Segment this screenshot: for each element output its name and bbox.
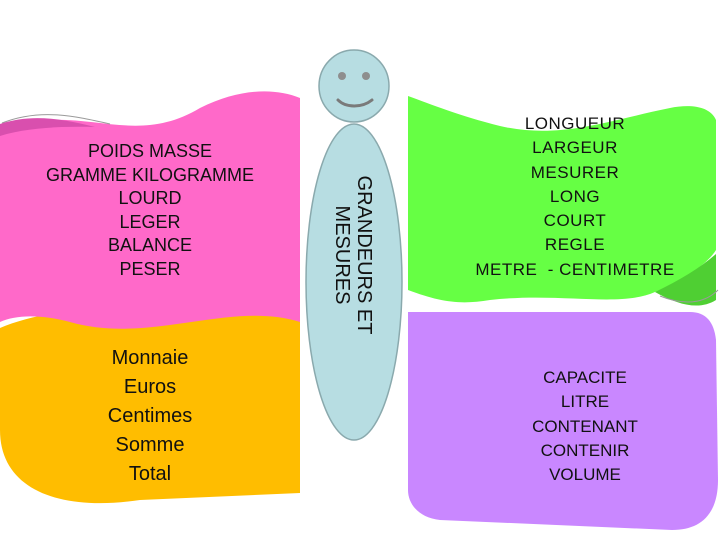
top-left-wing-text: POIDS MASSE GRAMME KILOGRAMME LOURD LEGE… [0, 140, 300, 281]
pink-wing-curl [1, 114, 111, 125]
green-wing [408, 96, 716, 303]
wing-line: BALANCE [107, 235, 193, 255]
wing-line: Centimes [107, 405, 193, 427]
smile [336, 98, 374, 108]
wing-line: PESER [119, 258, 181, 279]
wing-line: LEGER [119, 211, 181, 232]
pink-wing [0, 91, 300, 329]
wing-line: GRAMME KILOGRAMME [45, 164, 255, 185]
body-title-line: GRANDEURS ET [353, 175, 375, 335]
right-eye [362, 72, 370, 80]
yellow-wing [0, 304, 300, 504]
wing-line: COURT [543, 211, 607, 231]
butterfly-body [305, 123, 403, 441]
wing-line: POIDS MASSE [87, 141, 213, 161]
green-wing-curl-line [659, 289, 719, 303]
wing-line: Euros [123, 376, 177, 398]
purple-wing [408, 312, 718, 530]
wing-line: LONG [549, 186, 601, 206]
wing-line: Total [128, 463, 172, 485]
wing-line: CONTENANT [532, 416, 638, 436]
wing-line: Somme [115, 434, 185, 456]
bottom-right-wing-text: CAPACITE LITRE CONTENANT CONTENIR VOLUME [470, 366, 700, 487]
body-title-line: MESURES [331, 205, 353, 305]
top-right-wing-text: LONGUEUR LARGEUR MESURER LONG COURT REGL… [430, 112, 720, 282]
wing-line: METRE - CENTIMETRE [475, 259, 675, 279]
wing-line: MESURER [530, 162, 620, 182]
bottom-left-wing-text: Monnaie Euros Centimes Somme Total [0, 344, 300, 489]
butterfly-head [318, 49, 390, 123]
left-eye [338, 72, 346, 80]
green-wing-curl [655, 254, 716, 306]
wing-line: LONGUEUR [524, 114, 626, 133]
wing-line: LARGEUR [532, 138, 618, 158]
wing-line: REGLE [544, 235, 606, 255]
wing-line: Monnaie [111, 347, 189, 369]
wing-line: LOURD [118, 188, 182, 208]
pink-wing-curl-shade [0, 118, 95, 136]
wing-line: LITRE [560, 392, 610, 412]
wing-line: CONTENIR [540, 440, 630, 460]
body-title: GRANDEURS ET MESURES [325, 135, 381, 375]
wing-line: CAPACITE [543, 368, 627, 387]
wing-line: VOLUME [549, 465, 621, 485]
